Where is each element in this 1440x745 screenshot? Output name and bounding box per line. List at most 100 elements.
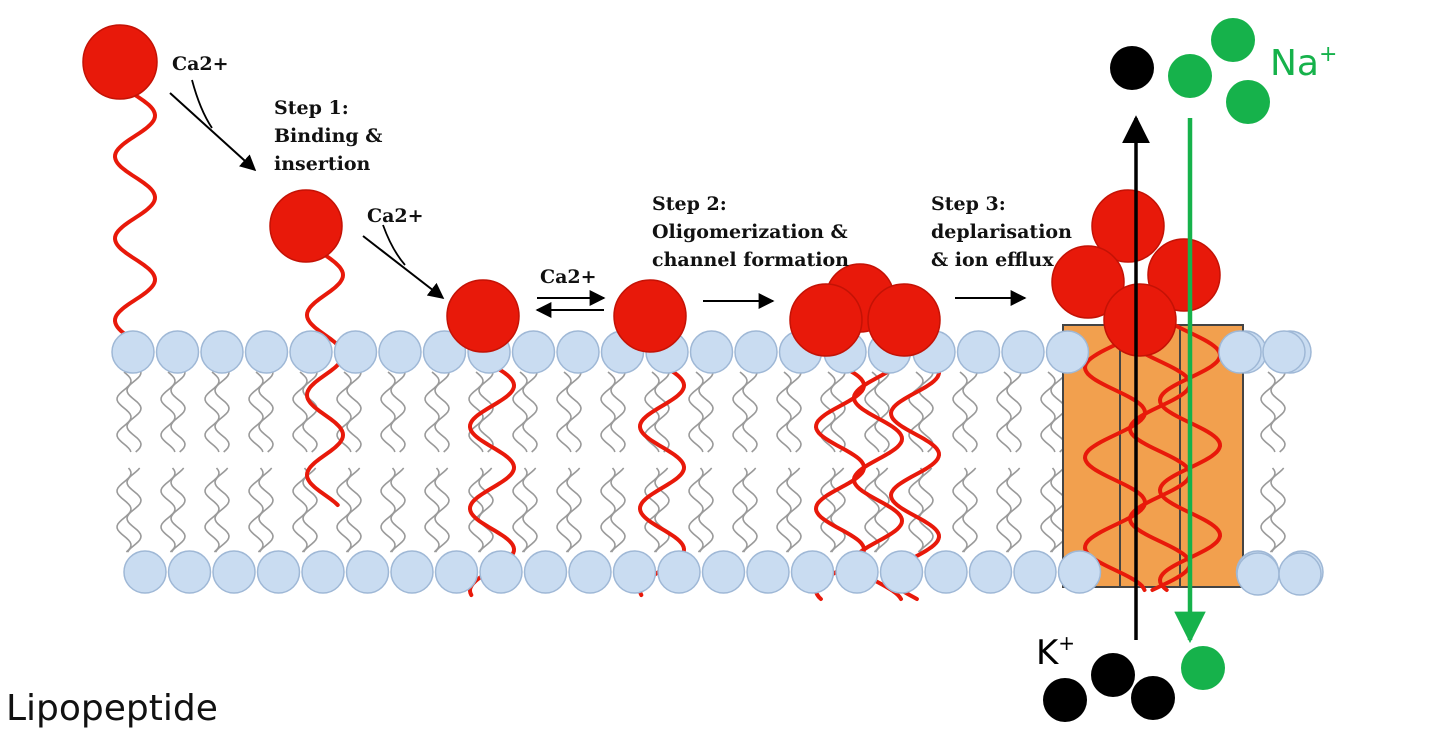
- process-arrows: [169, 79, 1206, 644]
- lipid-tail: [786, 467, 802, 553]
- lipid-headgroups: [111, 330, 1324, 596]
- lipid-tail: [610, 467, 626, 553]
- lipid-head-inner: [167, 550, 212, 594]
- lipid-tail: [434, 467, 450, 553]
- lipid-tail: [996, 371, 1012, 453]
- potassium-ion: [1131, 676, 1175, 720]
- lipid-head-inner: [924, 550, 968, 594]
- lipid-tail: [522, 467, 538, 553]
- lipid-head-inner: [701, 550, 746, 594]
- lipid-tail: [688, 371, 704, 453]
- peptide-head: [1051, 245, 1125, 319]
- step2-line2: Oligomerization &: [652, 221, 848, 243]
- lipid-tail: [170, 467, 186, 553]
- lipid-tail: [258, 371, 274, 453]
- lipid-head-inner: [345, 550, 390, 594]
- lipid-tail: [1006, 371, 1022, 453]
- lipid-tail: [610, 371, 626, 453]
- lipid-head-inner: [523, 550, 568, 594]
- lipid-head-outer: [1262, 330, 1306, 374]
- lipid-tail: [1270, 371, 1286, 453]
- sodium-ion: [1168, 54, 1212, 98]
- lipid-head-outer: [422, 330, 467, 374]
- lipid-tail: [390, 371, 406, 453]
- lipid-head-inner: [790, 550, 835, 594]
- lipid-tail: [864, 467, 880, 553]
- lipid-head-inner: [390, 550, 434, 594]
- ca-label-1: Ca2+: [172, 53, 229, 75]
- lipid-tail: [698, 467, 714, 553]
- lipid-head-outer: [689, 330, 734, 374]
- lipid-tails: [116, 371, 1286, 553]
- lipid-tail: [566, 371, 582, 453]
- peptide-tail: [1082, 298, 1148, 592]
- lipid-tail: [336, 371, 352, 453]
- lipid-head-inner: [256, 550, 301, 594]
- arrow-step1b: [362, 235, 445, 299]
- lipid-head-inner: [968, 550, 1013, 594]
- ions: [1043, 18, 1270, 722]
- ca-label-2: Ca2+: [367, 205, 424, 227]
- peptide-head: [789, 283, 863, 357]
- lipid-tail: [874, 467, 890, 553]
- peptide-head: [1147, 238, 1221, 312]
- lipid-head-outer: [200, 330, 244, 374]
- lipid-tail: [996, 467, 1012, 553]
- lipid-tail: [346, 371, 362, 453]
- lipid-tail: [126, 371, 142, 453]
- lipid-tail: [820, 467, 836, 553]
- lipid-tail: [248, 371, 264, 453]
- lipid-tail: [830, 467, 846, 553]
- potassium-label: K+: [1036, 631, 1075, 673]
- figure-title: Lipopeptide: [6, 688, 218, 729]
- lipid-tail: [654, 371, 670, 453]
- lipid-tail: [292, 467, 308, 553]
- peptide-heads: [82, 24, 1221, 357]
- lipid-tail: [478, 371, 494, 453]
- lipid-tail: [380, 467, 396, 553]
- step2-line1: Step 2:: [652, 193, 727, 215]
- peptide-head: [269, 189, 343, 263]
- step1-line1: Step 1:: [274, 97, 349, 119]
- lipid-head-inner: [879, 550, 924, 594]
- labels: Ca2+ Step 1: Binding & insertion Ca2+ Ca…: [6, 42, 1337, 729]
- step3-line2: deplarisation: [931, 221, 1072, 243]
- lipid-tail: [1260, 467, 1276, 553]
- lipid-head-inner: [479, 550, 523, 594]
- lipid-tail: [918, 467, 934, 553]
- lipid-tail: [688, 467, 704, 553]
- lipid-tail: [204, 371, 220, 453]
- potassium-ion: [1043, 678, 1087, 722]
- lipid-tail: [654, 467, 670, 553]
- lipid-head-outer: [556, 330, 600, 374]
- lipid-tail: [698, 371, 714, 453]
- lipid-tail: [160, 467, 176, 553]
- peptide-head: [82, 24, 158, 100]
- lipid-tail: [732, 467, 748, 553]
- lipid-tail: [908, 371, 924, 453]
- lipid-tail: [742, 467, 758, 553]
- peptide-head: [1091, 189, 1165, 263]
- lipid-tail: [1040, 467, 1056, 553]
- lipid-tail: [116, 371, 132, 453]
- lipid-head-inner: [746, 550, 790, 594]
- lipid-tail: [918, 371, 934, 453]
- lipid-tail: [874, 371, 890, 453]
- lipid-tail: [390, 467, 406, 553]
- lipid-tail: [556, 371, 572, 453]
- lipid-tail: [742, 371, 758, 453]
- lipid-tail: [952, 467, 968, 553]
- sodium-label: Na+: [1270, 42, 1337, 84]
- lipid-tail: [512, 467, 528, 553]
- lipid-head-inner: [301, 550, 345, 594]
- lipid-tail: [556, 467, 572, 553]
- lipid-tail: [258, 467, 274, 553]
- lipid-head-outer: [956, 330, 1001, 374]
- step3-line3: & ion efflux: [931, 249, 1054, 271]
- peptide-head: [1103, 283, 1177, 357]
- peptide-tail: [112, 93, 158, 341]
- lipid-tail: [1270, 467, 1286, 553]
- lipid-head-inner: [434, 550, 479, 594]
- lipid-head-inner: [1236, 552, 1280, 596]
- lipid-tail: [522, 371, 538, 453]
